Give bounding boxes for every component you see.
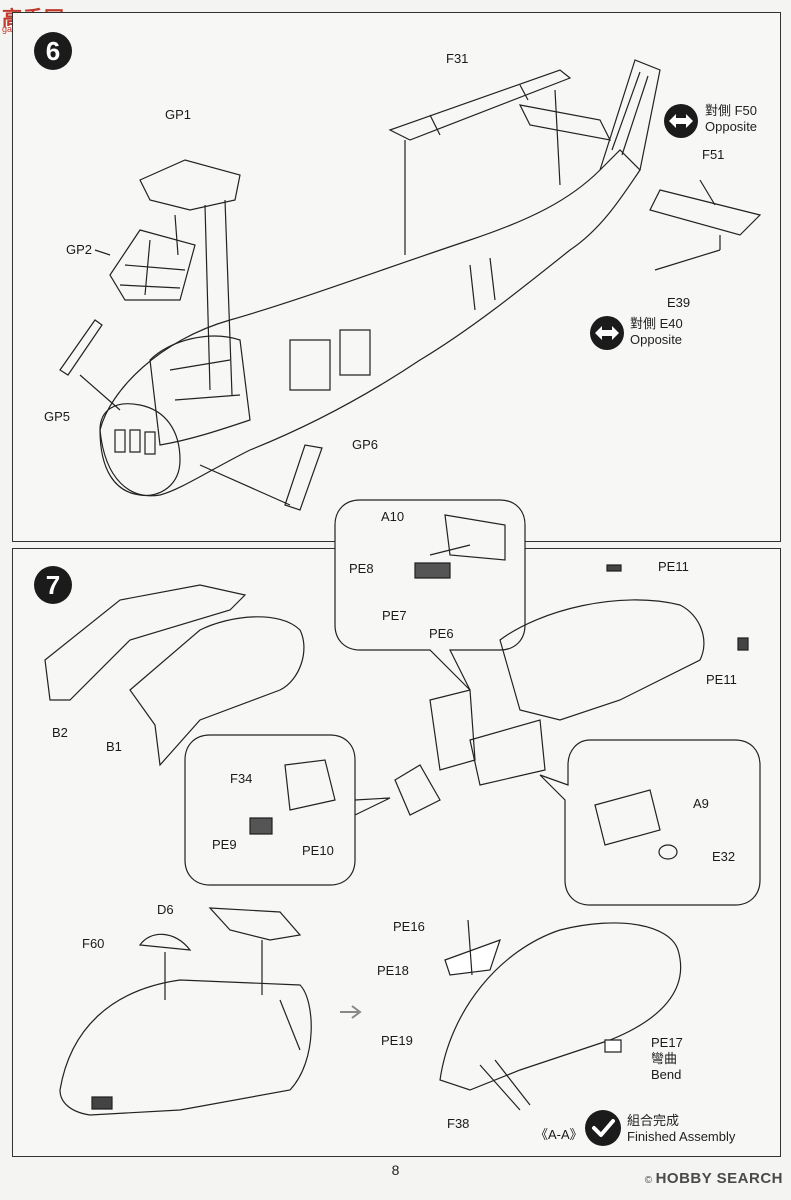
finished-check-icon (585, 1110, 621, 1146)
label-bend-en: Bend (651, 1067, 682, 1082)
label-f34: F34 (230, 771, 253, 786)
fuselage-exploded (500, 600, 704, 720)
label-pe10: PE10 (302, 843, 334, 858)
label-b2: B2 (52, 725, 68, 740)
tail-fin-ribs (612, 72, 648, 155)
nose-assembled-left (60, 980, 311, 1115)
callout-top (335, 500, 525, 690)
label-a9: A9 (693, 796, 709, 811)
label-bend-zh: 彎曲 (651, 1051, 678, 1066)
label-e32: E32 (712, 849, 736, 864)
label-f31: F31 (446, 51, 469, 66)
label-pe6: PE6 (429, 626, 454, 641)
finished-zh: 組合完成 (627, 1113, 680, 1128)
stabilizer-left (520, 105, 610, 140)
opposite-e40-icon (590, 316, 624, 350)
e39-part (655, 235, 720, 270)
label-b1: B1 (106, 739, 122, 754)
label-pe11-top: PE11 (658, 559, 689, 574)
page-number: 8 (391, 1162, 400, 1178)
rotor-housing-f31 (390, 70, 570, 140)
watermark-copyright: © (644, 1175, 653, 1186)
watermark-text: HOBBY SEARCH (655, 1170, 783, 1187)
label-pe18: PE18 (377, 963, 409, 978)
label-pe19: PE19 (381, 1033, 413, 1048)
label-f51: F51 (702, 147, 725, 162)
opposite-e40-note: 對側 E40 Opposite (630, 316, 683, 348)
label-f38: F38 (447, 1116, 470, 1131)
fuselage-body (100, 150, 640, 496)
label-pe11-right: PE11 (706, 672, 737, 687)
label-gp6: GP6 (352, 437, 379, 452)
opposite-f50-zh: 對側 F50 (705, 103, 758, 118)
callout-right (540, 740, 760, 905)
gp2-part (110, 230, 195, 300)
opposite-f50-icon (664, 104, 698, 138)
step-6-badge: 6 (34, 32, 72, 70)
nose-face (100, 404, 180, 496)
gp6-part (285, 445, 322, 510)
label-gp2: GP2 (66, 242, 93, 257)
label-pe9: PE9 (212, 837, 237, 852)
opposite-f50-note: 對側 F50 Opposite (705, 103, 757, 135)
opposite-f50-en: Opposite (705, 119, 758, 134)
hobby-search-watermark: ©HOBBY SEARCH (645, 1170, 783, 1187)
d6-part (210, 908, 300, 940)
finished-en: Finished Assembly (627, 1129, 736, 1144)
b2-part (45, 585, 245, 700)
step-6-panel (12, 12, 781, 542)
label-pe7: PE7 (382, 608, 407, 623)
label-f60: F60 (82, 936, 105, 951)
label-d6: D6 (157, 902, 174, 917)
label-pe16: PE16 (393, 919, 425, 934)
label-pe8: PE8 (349, 561, 374, 576)
gp5-part (60, 320, 102, 375)
callout-left (185, 735, 355, 885)
opposite-e40-en: Opposite (630, 332, 683, 347)
label-a10: A10 (381, 509, 405, 524)
label-gp5: GP5 (44, 409, 71, 424)
nose-assembled-right (440, 923, 681, 1090)
cockpit-frame (150, 336, 250, 445)
label-section-aa: 《A-A》 (535, 1127, 583, 1142)
stabilizer-f51 (650, 190, 760, 235)
b1-part (130, 617, 304, 765)
finished-note: 組合完成 Finished Assembly (627, 1113, 735, 1145)
label-e39: E39 (667, 295, 691, 310)
f60-part (140, 934, 190, 950)
label-pe17: PE17 (651, 1035, 683, 1050)
step-7-badge: 7 (34, 566, 72, 604)
opposite-e40-zh: 對側 E40 (630, 316, 683, 331)
tail-fin (600, 60, 660, 170)
gp1-part (140, 160, 240, 210)
label-gp1: GP1 (165, 107, 192, 122)
